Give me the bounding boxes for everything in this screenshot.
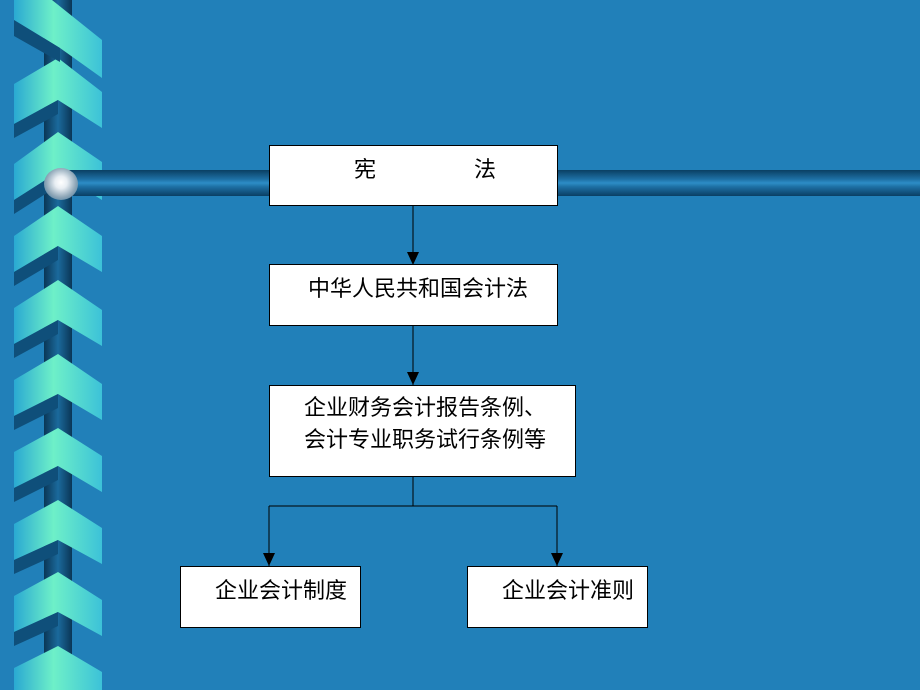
node-accounting-system: 企业会计制度 (180, 566, 361, 628)
node-regulations: 企业财务会计报告条例、 会计专业职务试行条例等 (269, 385, 576, 477)
bar-knob (44, 168, 78, 200)
node-accounting-system-label: 企业会计制度 (215, 579, 348, 604)
constitution-char-2: 法 (474, 158, 497, 183)
node-accounting-standards: 企业会计准则 (467, 566, 648, 628)
node-accounting-law-label: 中华人民共和国会计法 (308, 277, 529, 302)
ribbon-decoration (14, 0, 102, 690)
arrowhead-regulations (407, 372, 419, 385)
node-constitution: 宪法 (269, 145, 558, 206)
arrowhead-system (263, 553, 275, 566)
constitution-char-1: 宪 (354, 158, 377, 183)
node-regulations-line2: 会计专业职务试行条例等 (304, 428, 547, 453)
node-accounting-law: 中华人民共和国会计法 (269, 264, 558, 326)
arrowhead-standards (551, 553, 563, 566)
node-accounting-standards-label: 企业会计准则 (502, 579, 635, 604)
node-constitution-label: 宪法 (354, 156, 496, 186)
node-regulations-line1: 企业财务会计报告条例、 (304, 396, 547, 421)
